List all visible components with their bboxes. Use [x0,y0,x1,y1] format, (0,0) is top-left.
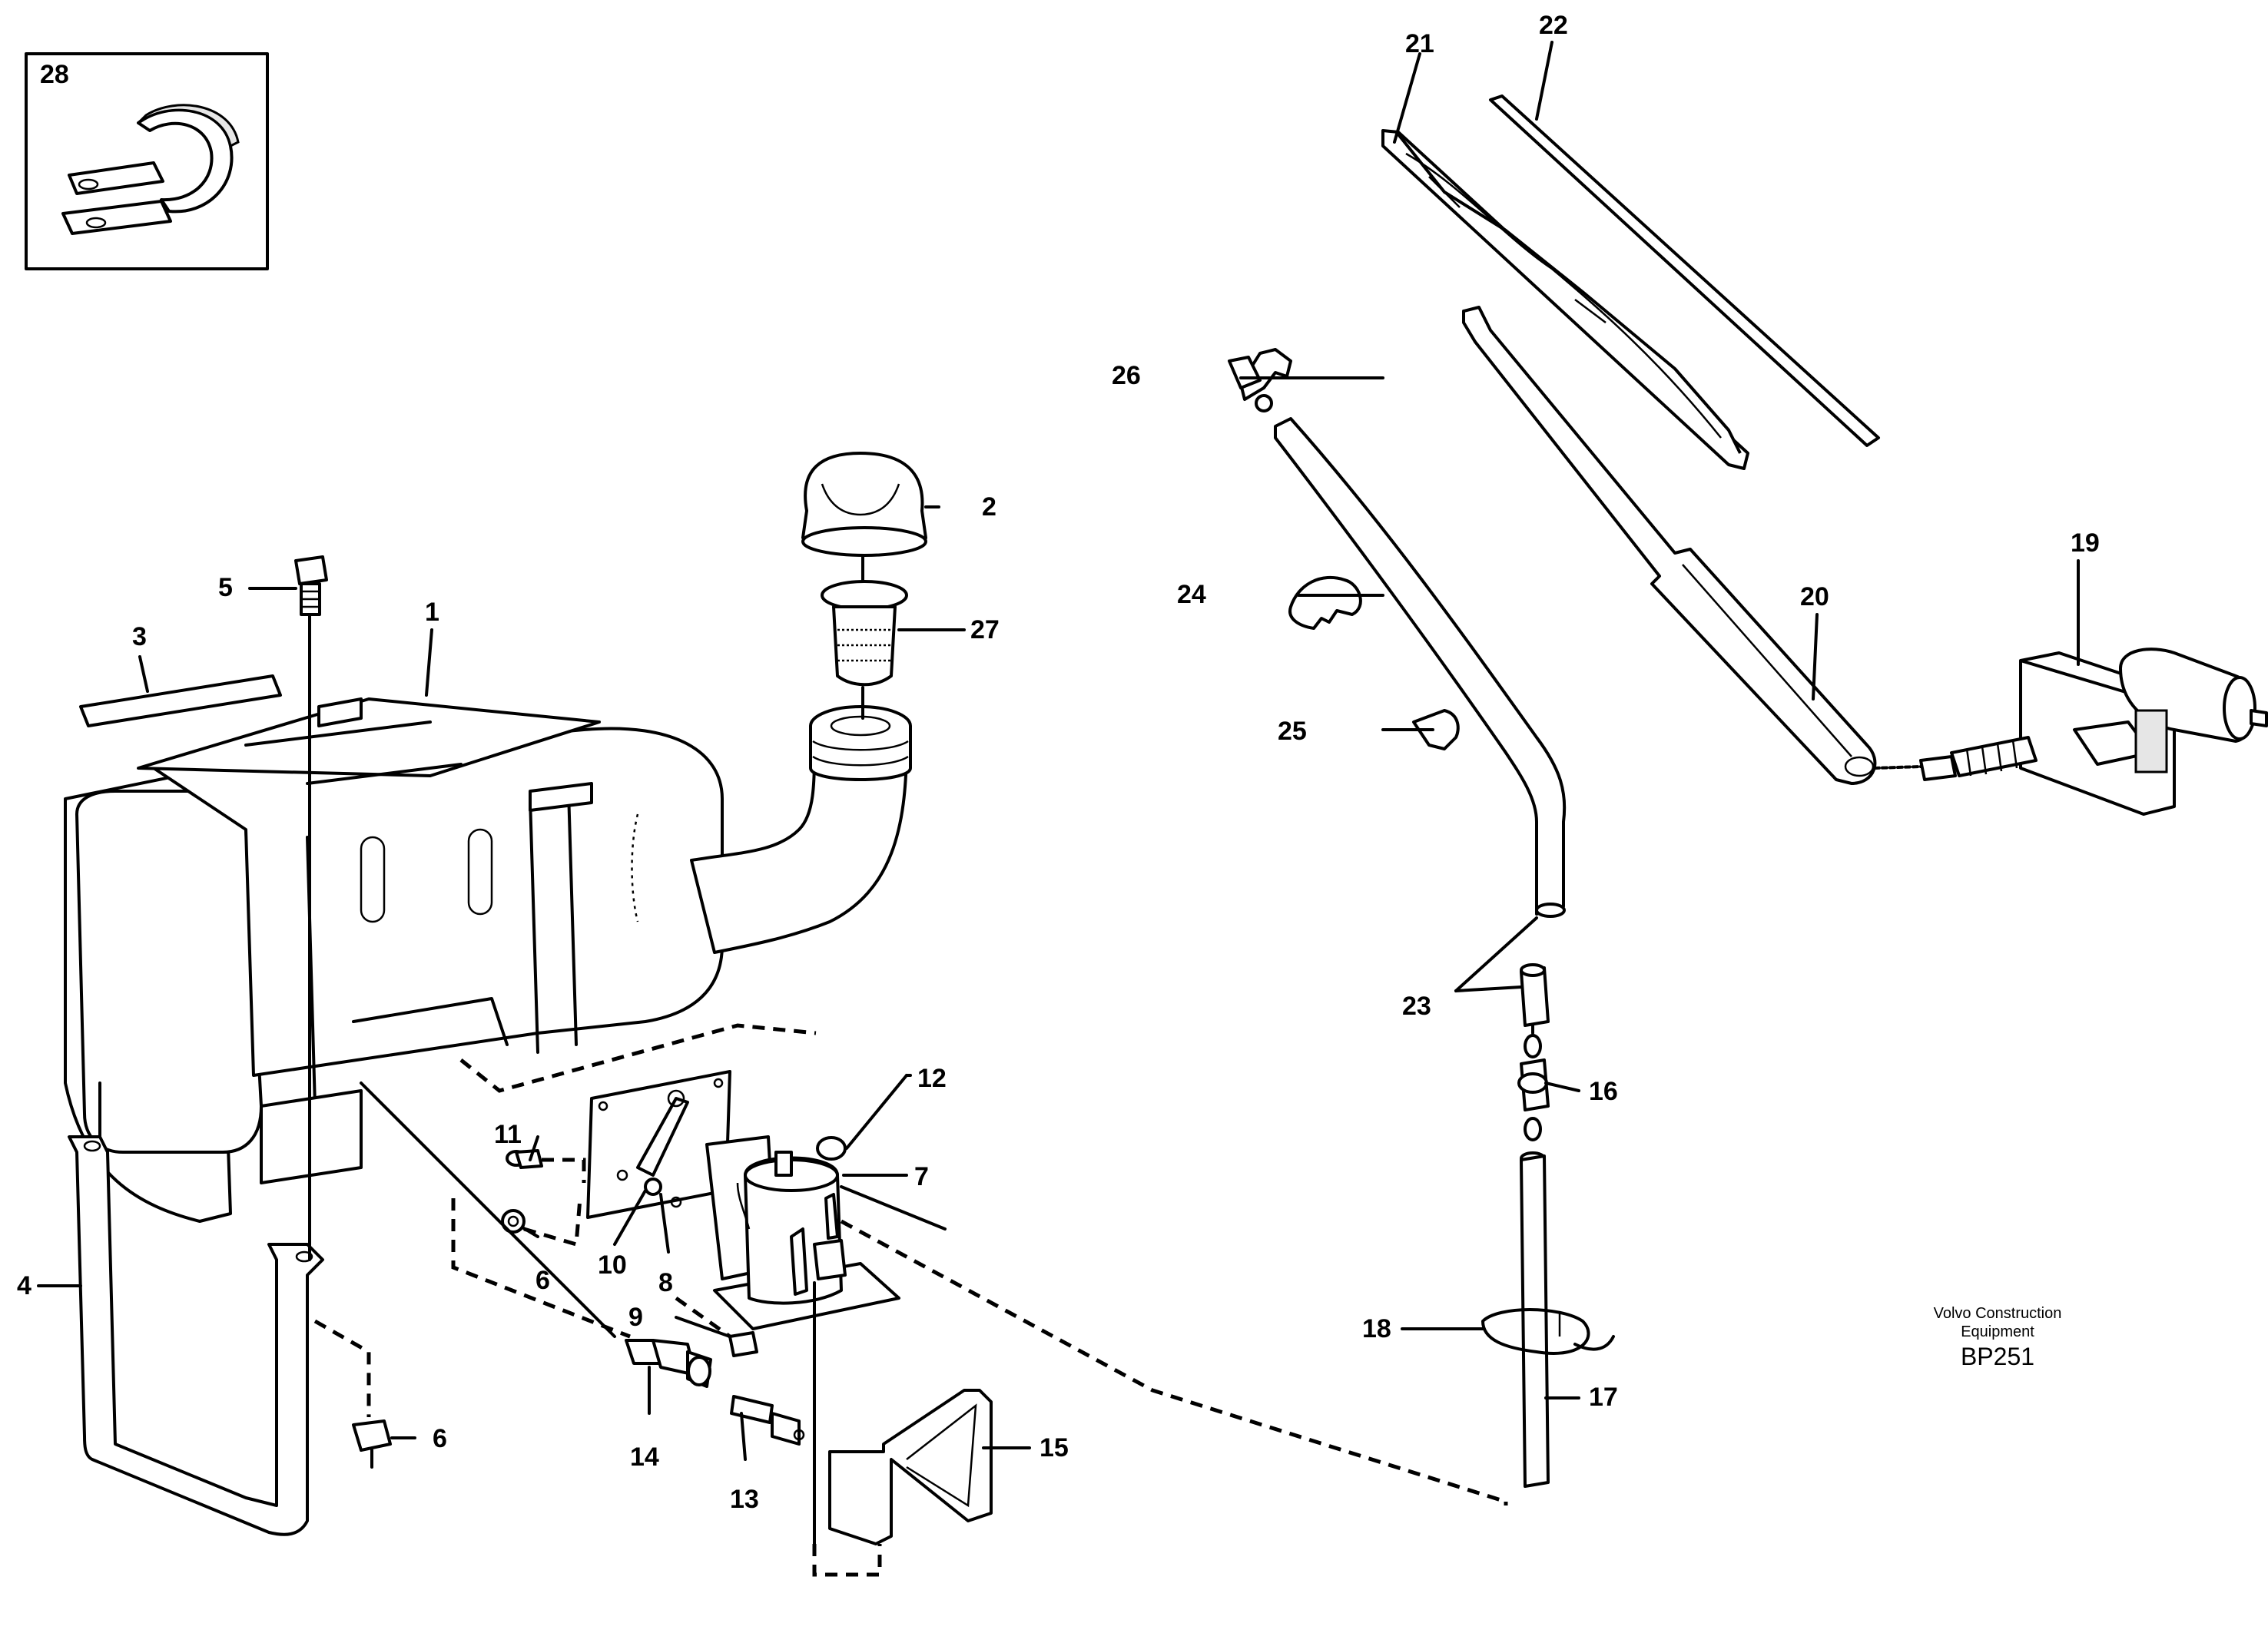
callout-20: 20 [1800,582,1829,611]
brand-block: Volvo Construction Equipment BP251 [1905,1304,2090,1372]
callout-26: 26 [1112,361,1141,390]
brand-line-2: Equipment [1961,1323,2034,1340]
callout-6-middle: 6 [536,1266,550,1295]
callout-22: 22 [1539,11,1568,40]
callout-16: 16 [1589,1077,1618,1106]
bracket-8 [586,1070,731,1219]
hose-17 [1520,1151,1550,1488]
nut-6-bottom [313,1319,392,1469]
brand-line-1: Volvo Construction [1933,1305,2062,1322]
bolt-5 [294,555,328,1261]
callout-25: 25 [1278,717,1307,746]
wiper-arm-20 [1462,306,1877,785]
callout-11: 11 [494,1120,522,1149]
callout-4: 4 [17,1271,32,1300]
drawing-code: BP251 [1960,1343,2035,1370]
callout-9: 9 [628,1303,643,1332]
clamp-18 [1481,1308,1615,1355]
leader-reservoir-14 [360,1081,616,1338]
callout-19: 19 [2071,528,2100,558]
callout-15: 15 [1040,1433,1069,1462]
gasket-3 [79,674,282,727]
leader-lines [37,41,2080,1461]
callout-17: 17 [1589,1383,1618,1412]
filler-cap-2 [801,452,927,585]
washer-reservoir [64,697,912,1223]
callout-7: 7 [914,1162,929,1191]
callout-27: 27 [970,615,1000,644]
hose-15 [812,1389,993,1577]
nut-6-middle [501,1197,582,1247]
callout-18: 18 [1362,1314,1391,1343]
check-valve-16 [1517,1024,1550,1141]
callout-8: 8 [658,1268,673,1297]
clip-26 [1228,348,1292,412]
dashline-pump-to-hose [840,1219,1507,1504]
callout-13: 13 [730,1485,759,1514]
inset-hose-clamp [25,52,269,270]
dashline-14 [451,1198,631,1339]
callout-3: 3 [132,622,147,651]
connector-14 [625,1339,712,1388]
clip-25 [1412,709,1460,750]
washer-tube-23 [1274,417,1567,1027]
callout-21: 21 [1405,29,1434,58]
washer-pump-7 [705,1135,900,1545]
clip-24 [1288,575,1362,630]
callout-6-bottom: 6 [433,1424,447,1453]
screw-11 [506,1149,586,1183]
connector-13 [730,1395,805,1446]
callout-24: 24 [1177,580,1206,609]
callout-5: 5 [218,573,233,602]
callout-23: 23 [1402,992,1431,1021]
wiper-motor-19 [1873,648,2268,816]
callout-10: 10 [598,1250,627,1280]
callout-28: 28 [40,60,69,89]
callout-2: 2 [982,492,996,522]
filler-strainer-27 [821,580,908,720]
callout-12: 12 [917,1064,947,1093]
wiper-refill-22 [1489,94,1880,447]
callout-14: 14 [630,1443,659,1472]
wiper-blade-21 [1381,129,1749,470]
callout-1: 1 [425,598,439,627]
mounting-strap [68,1081,324,1536]
bolt-9 [675,1296,758,1357]
